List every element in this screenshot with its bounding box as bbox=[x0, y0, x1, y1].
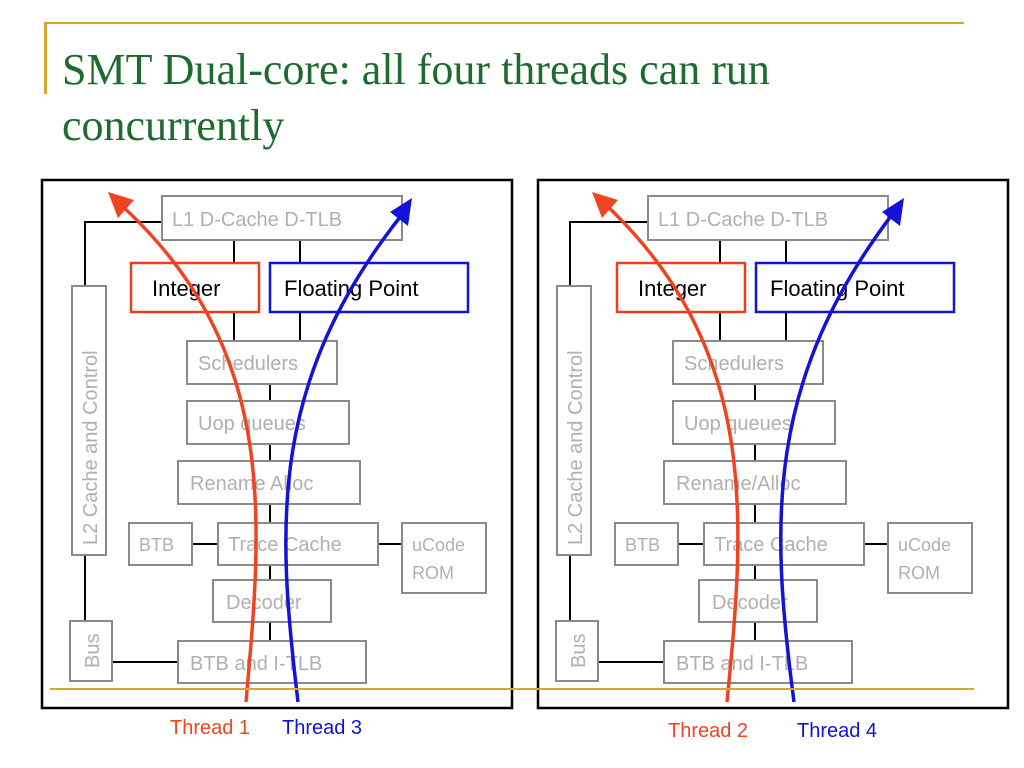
rom-label-right: ROM bbox=[898, 563, 940, 583]
core-right-frame bbox=[536, 178, 1010, 710]
btb-itlb-label-right: BTB and I-TLB bbox=[676, 653, 808, 675]
rename-alloc-box-right bbox=[663, 460, 847, 505]
thread-2-path bbox=[603, 202, 740, 703]
uop-queues-box-right bbox=[672, 400, 836, 445]
decoder-label: Decoder bbox=[226, 592, 302, 614]
thread-1-path bbox=[118, 202, 258, 703]
thread-1-arrowhead bbox=[108, 192, 134, 218]
units-to-schedulers-connector-right bbox=[719, 313, 787, 342]
title-rule bbox=[44, 22, 964, 24]
bus-label: Bus bbox=[82, 634, 104, 668]
uop-queues-box bbox=[186, 400, 350, 445]
l1-to-units-connector-right bbox=[719, 240, 787, 262]
rom-label: ROM bbox=[412, 563, 454, 583]
integer-unit-right bbox=[615, 261, 747, 314]
btb-itlb-label: BTB and I-TLB bbox=[190, 653, 322, 675]
core-left: L1 D-Cache D-TLB Integer Floating Point … bbox=[40, 178, 514, 710]
btb-box-right bbox=[614, 522, 679, 566]
ucode-rom-box bbox=[401, 522, 487, 594]
rename-alloc-label: Rename Alloc bbox=[190, 473, 313, 495]
schedulers-label: Schedulers bbox=[198, 353, 298, 375]
bus-box-right bbox=[555, 620, 599, 682]
ucode-label-right: uCode bbox=[898, 535, 951, 555]
decoder-box-right bbox=[698, 579, 818, 623]
thread-3-arrowhead bbox=[390, 198, 412, 226]
thread-4-arrowhead bbox=[882, 198, 904, 226]
schedulers-box-right bbox=[672, 340, 824, 385]
btb-label: BTB bbox=[139, 535, 174, 555]
title-line-1: SMT Dual-core: all four threads can run bbox=[62, 45, 770, 94]
core-left-frame bbox=[40, 178, 514, 710]
l2-cache-box bbox=[71, 285, 107, 556]
l2-cache-label: L2 Cache and Control bbox=[80, 350, 102, 545]
l1-dcache-box-right bbox=[647, 195, 889, 241]
l2-cache-box-right bbox=[556, 285, 592, 556]
l1-dcache-label: L1 D-Cache D-TLB bbox=[172, 209, 342, 231]
l2-cache-label-right: L2 Cache and Control bbox=[565, 350, 587, 545]
title-line-2: concurrently bbox=[62, 101, 285, 150]
thread-1-label: Thread 1 bbox=[170, 717, 250, 739]
thread-4-label: Thread 4 bbox=[797, 720, 877, 742]
uop-queues-label-right: Uop queues bbox=[684, 413, 792, 435]
thread-3-label: Thread 3 bbox=[282, 717, 362, 739]
integer-unit bbox=[129, 261, 261, 314]
uop-queues-label: Uop queues bbox=[198, 413, 306, 435]
ucode-rom-box-right bbox=[887, 522, 973, 594]
integer-label-right: Integer bbox=[638, 276, 707, 301]
bottom-accent-rule bbox=[50, 688, 974, 690]
btb-itlb-box bbox=[177, 640, 367, 684]
rename-alloc-label-right: Rename/Alloc bbox=[676, 473, 801, 495]
trace-cache-label-right: Trace Cache bbox=[714, 534, 828, 556]
page-title: SMT Dual-core: all four threads can run … bbox=[62, 42, 962, 154]
ucode-label: uCode bbox=[412, 535, 465, 555]
thread-4-path bbox=[779, 210, 896, 703]
title-accent-bar bbox=[44, 22, 47, 94]
trace-cache-box-right bbox=[703, 522, 865, 566]
btb-label-right: BTB bbox=[625, 535, 660, 555]
trace-cache-box bbox=[217, 522, 379, 566]
units-to-schedulers-connector bbox=[233, 313, 301, 342]
thread-3-path bbox=[284, 210, 406, 703]
thread-2-arrowhead bbox=[592, 192, 618, 218]
l1-dcache-label-right: L1 D-Cache D-TLB bbox=[658, 209, 828, 231]
decoder-label-right: Decoder bbox=[712, 592, 788, 614]
btb-itlb-box-right bbox=[663, 640, 853, 684]
bus-label-right: Bus bbox=[568, 634, 590, 668]
decoder-box bbox=[212, 579, 332, 623]
btb-box bbox=[128, 522, 193, 566]
l1-to-units-connector bbox=[233, 240, 301, 262]
thread-2-label: Thread 2 bbox=[668, 720, 748, 742]
rename-alloc-box bbox=[177, 460, 361, 505]
core-right: L1 D-Cache D-TLB Integer Floating Point … bbox=[536, 178, 1010, 710]
bus-box bbox=[69, 620, 113, 682]
schedulers-label-right: Schedulers bbox=[684, 353, 784, 375]
